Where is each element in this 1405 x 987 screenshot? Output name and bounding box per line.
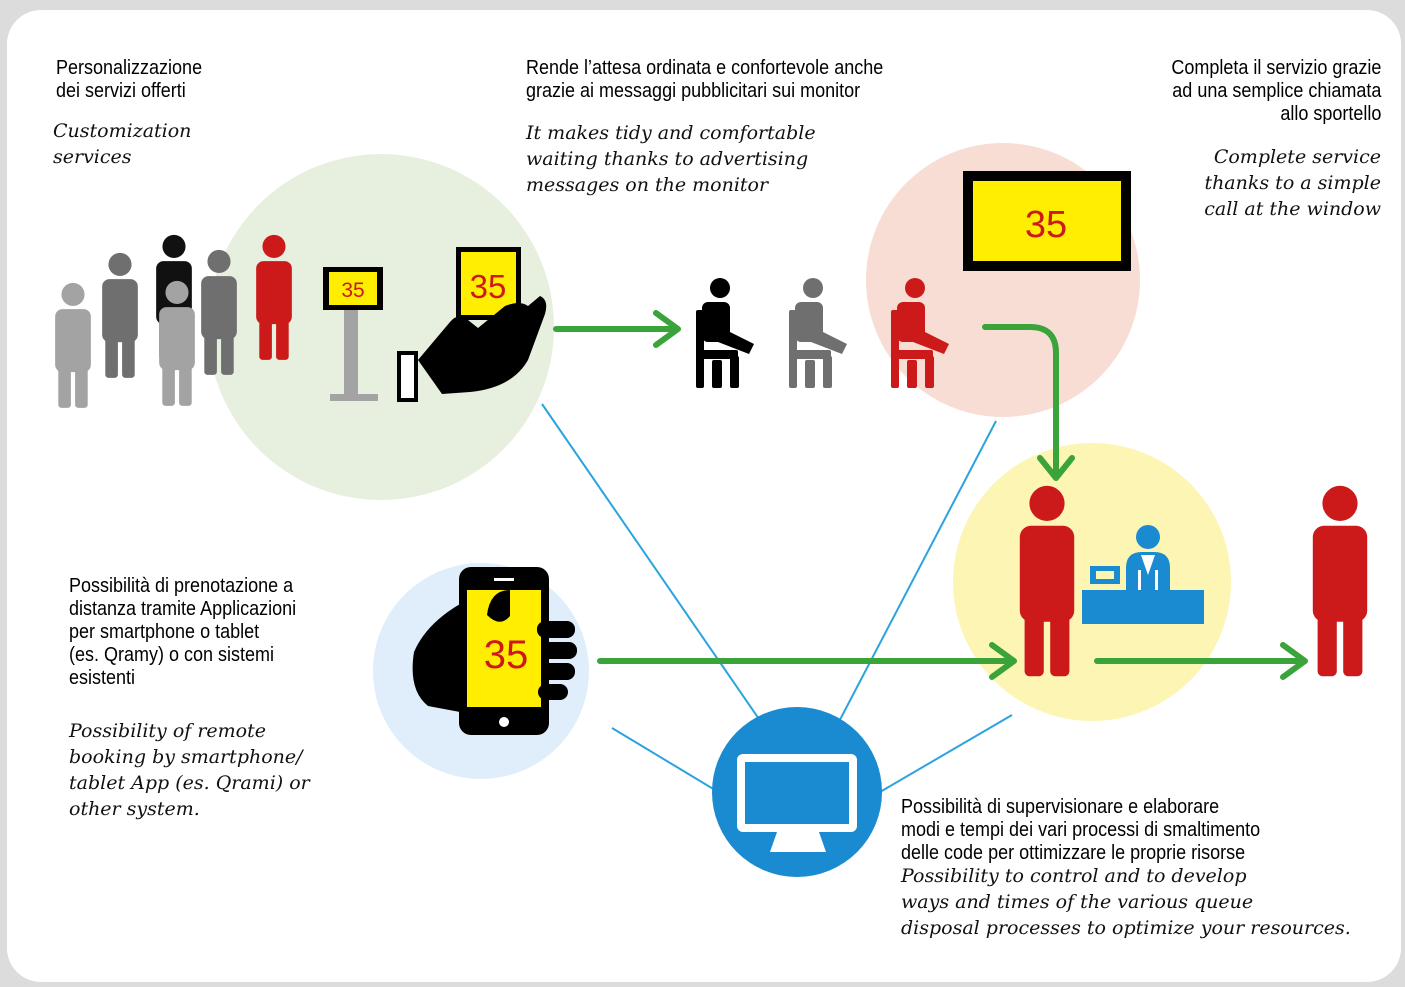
ticket-kiosk-icon: 35 [323,267,383,401]
personalization-text-it: Personalizzazione dei servizi offerti [56,57,203,102]
supervision-computer-icon [712,707,882,877]
call-text-it: Completa il servizio grazie ad una sempl… [1170,57,1381,125]
call-text-en: Complete service thanks to a simple call… [1204,146,1381,220]
waiting-text-en: It makes tidy and comfortable waiting th… [526,122,816,196]
booking-text-it: Possibilità di prenotazione a distanza t… [69,575,297,689]
hand-ticket-icon: 35 [397,247,547,402]
supervision-text-en: Possibility to control and to develop wa… [901,865,1351,939]
smartphone-hand-icon: 35 [412,567,577,735]
waiting-monitor-icon: 35 [963,171,1131,271]
supervision-text-it: Possibilità di supervisionare e elaborar… [901,796,1261,864]
service-counter-icon [1019,485,1204,677]
monitor-ticket-number: 35 [1025,204,1067,246]
booking-text-en: Possibility of remote booking by smartph… [69,720,310,820]
flow-arrows [553,310,1308,680]
kiosk-ticket-number: 35 [341,279,364,302]
circle-ticket [208,154,554,500]
hand-ticket-number: 35 [470,268,507,305]
supervision-lines [541,403,1013,793]
served-person-icon [1312,485,1368,677]
waiting-people-icon [696,278,949,388]
waiting-text-it: Rende l’attesa ordinata e confortevole a… [526,57,884,102]
phone-ticket-number: 35 [484,633,529,677]
personalization-text-en: Customization services [53,120,192,168]
